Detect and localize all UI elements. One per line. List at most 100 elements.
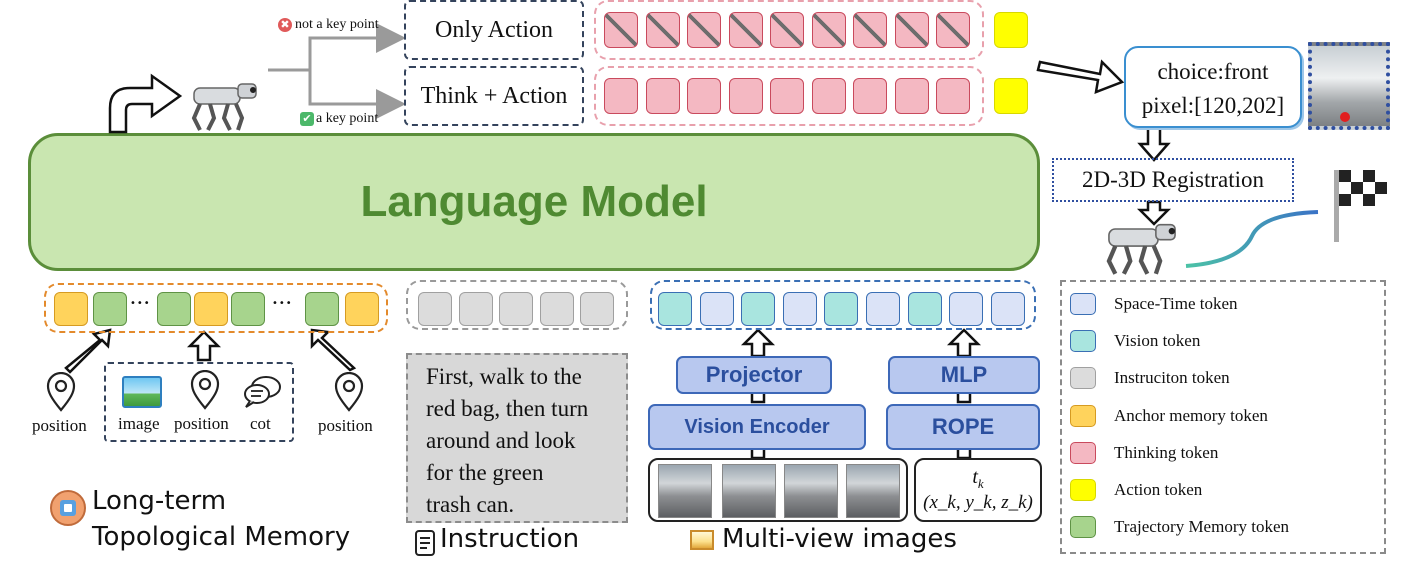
check-icon: ✔	[300, 112, 314, 126]
rope-label: ROPE	[931, 414, 995, 439]
memory-caption-line1: Long-term	[92, 486, 227, 516]
thinking-token	[728, 78, 763, 114]
thinking-token	[645, 78, 680, 114]
legend-swatch	[1070, 330, 1096, 353]
position-pin-icon	[334, 372, 364, 412]
position-label: position	[32, 416, 87, 435]
thinking-token	[687, 78, 721, 114]
only-action-token-group	[594, 0, 984, 60]
instruction-token	[499, 292, 533, 326]
legend-label: Trajectory Memory token	[1114, 517, 1290, 537]
legend-swatch	[1070, 516, 1096, 539]
position-pin-icon	[190, 370, 220, 410]
legend-label: Thinking token	[1114, 442, 1219, 462]
legend-box	[1060, 280, 1386, 554]
instruction-line: around and look	[426, 428, 576, 453]
ellipsis: •••	[272, 298, 293, 309]
vision-token	[824, 292, 859, 326]
anchor-node-group	[104, 362, 294, 442]
legend-row: Anchor memory token	[1070, 404, 1268, 428]
goal-flag-icon	[1334, 170, 1387, 242]
space-time-input-box: tk (x_k, y_k, z_k)	[914, 458, 1042, 522]
thinking-token-masked	[894, 12, 929, 48]
rope-block: ROPE	[886, 404, 1040, 450]
anchor-memory-token	[54, 292, 88, 326]
thinking-token-masked	[770, 12, 804, 48]
thinking-token	[770, 78, 804, 114]
legend-swatch	[1070, 404, 1096, 427]
multi-view-images-box	[648, 458, 908, 522]
cot-bubble-icon	[244, 376, 281, 408]
thinking-token	[936, 78, 970, 114]
trajectory-path	[1185, 210, 1319, 268]
coords-label: (x_k, y_k, z_k)	[923, 492, 1033, 513]
trajectory-memory-token	[93, 292, 127, 326]
anchor-memory-token	[345, 292, 379, 326]
instruction-token	[458, 292, 493, 326]
thinking-token	[853, 78, 887, 114]
language-model-block: Language Model	[28, 133, 1040, 271]
cross-icon: ✖	[278, 18, 292, 32]
vision-encoder-label: Vision Encoder	[684, 415, 830, 438]
thinking-token-masked	[687, 12, 721, 48]
trajectory-memory-token	[305, 292, 339, 326]
instruction-text-box: First, walk to the red bag, then turn ar…	[406, 353, 628, 523]
projector-label: Projector	[705, 362, 803, 387]
instruction-line: First, walk to the	[426, 364, 582, 389]
instruction-token	[539, 292, 574, 326]
ellipsis: •••	[130, 298, 151, 309]
space-time-token	[699, 292, 734, 326]
space-time-token	[866, 292, 900, 326]
legend-swatch	[1070, 441, 1096, 464]
trajectory-memory-token	[231, 292, 265, 326]
legend-label: Space-Time token	[1114, 294, 1238, 313]
legend-row: Space-Time token	[1070, 292, 1238, 316]
mlp-label: MLP	[940, 362, 988, 387]
legend-swatch	[1070, 479, 1096, 501]
trajectory-memory-token	[157, 292, 191, 326]
legend-label: Action token	[1114, 480, 1203, 499]
pixel-label: pixel:[120,202]	[1141, 93, 1285, 118]
time-label: tk	[972, 466, 984, 491]
target-pixel-dot	[1340, 112, 1350, 122]
action-token	[994, 12, 1028, 48]
action-token	[994, 78, 1028, 114]
registration-box: 2D-3D Registration	[1052, 158, 1294, 202]
vision-token-group	[650, 280, 1036, 330]
thinking-token-masked	[728, 12, 763, 48]
instruction-line: trash can.	[426, 492, 515, 517]
cot-label: cot	[250, 414, 271, 433]
thinking-token	[604, 78, 638, 114]
thinking-token-masked	[811, 12, 846, 48]
only-action-box: Only Action	[404, 0, 584, 60]
legend-row: Vision token	[1070, 329, 1200, 353]
position-label: position	[318, 416, 373, 435]
think-action-label: Think + Action	[420, 82, 568, 109]
memory-token-group	[44, 283, 388, 333]
mlp-block: MLP	[888, 356, 1040, 394]
legend-row: Thinking token	[1070, 441, 1218, 465]
instruction-caption: Instruction	[440, 524, 580, 554]
think-action-box: Think + Action	[404, 66, 584, 126]
image-icon	[122, 376, 162, 408]
vision-token	[741, 292, 776, 326]
robot-dog-icon	[1106, 223, 1176, 275]
legend-row: Instruciton token	[1070, 366, 1230, 390]
view-image	[846, 464, 900, 518]
instruction-token	[418, 292, 452, 326]
image-label: image	[118, 414, 160, 433]
view-image	[658, 464, 712, 518]
legend-swatch	[1070, 293, 1096, 315]
vision-token	[907, 292, 942, 326]
legend-row: Trajectory Memory token	[1070, 515, 1289, 539]
selected-view-image	[1308, 42, 1390, 130]
position-label: position	[174, 414, 229, 433]
legend-label: Vision token	[1114, 331, 1201, 351]
instruction-line: for the green	[426, 460, 544, 485]
vision-token	[658, 292, 692, 326]
space-time-token	[990, 292, 1025, 326]
robot-dog-icon	[191, 83, 257, 131]
legend-swatch	[1070, 367, 1096, 390]
thinking-token	[894, 78, 929, 114]
memory-caption-line2: Topological Memory	[92, 522, 351, 552]
